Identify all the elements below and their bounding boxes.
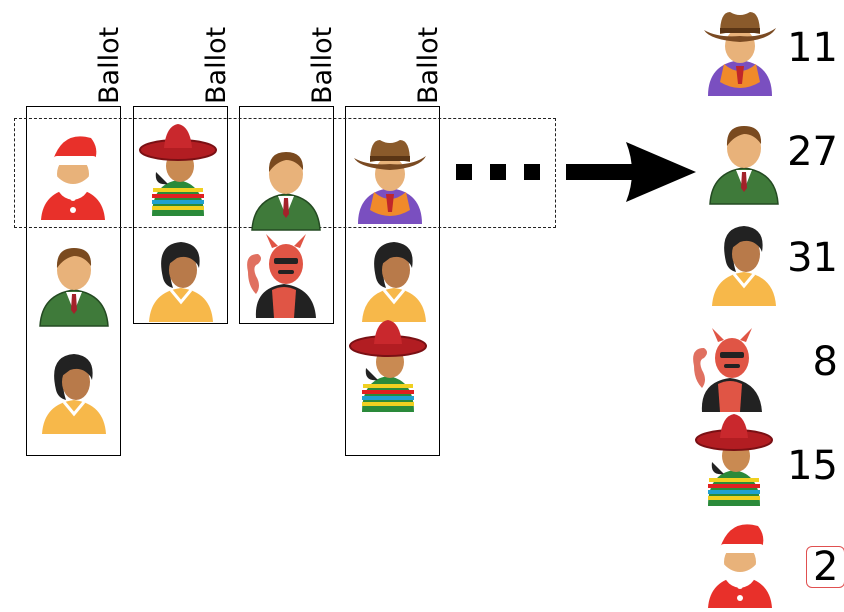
cowboy-icon [700,2,780,98]
ballot-4-label: Ballot [413,26,444,104]
arrow-right-icon [566,142,696,202]
ellipsis-dot [490,164,506,180]
mexican-sombrero-icon [694,412,774,508]
cowboy-icon [350,130,430,226]
ballot-2-label: Ballot [201,26,232,104]
ellipsis-dot [456,164,472,180]
ballot-4 [345,106,440,456]
ballot-1 [26,106,121,456]
ballot-3-label: Ballot [307,26,338,104]
woman-icon [34,340,114,436]
businessman-icon [34,232,114,328]
ballot-3 [239,106,334,324]
businessman-icon [246,136,326,232]
vote-count-santa: 2 [806,546,844,588]
devil-icon [244,224,324,320]
vote-count-mexican: 15 [787,443,838,489]
businessman-icon [704,110,784,206]
ellipsis-dot [524,164,540,180]
woman-icon [354,228,434,324]
vote-count-devil: 8 [812,339,838,385]
vote-count-woman: 31 [787,235,838,281]
mexican-sombrero-icon [348,318,428,414]
woman-icon [141,228,221,324]
ballot-2 [133,106,228,324]
santa-icon [33,126,113,222]
mexican-sombrero-icon [138,122,218,218]
vote-count-cowboy: 11 [787,25,838,71]
vote-count-businessman: 27 [787,129,838,175]
woman-icon [704,212,784,308]
santa-icon [700,514,780,610]
ballot-1-label: Ballot [94,26,125,104]
devil-icon [690,318,770,414]
ellipsis [456,164,542,184]
